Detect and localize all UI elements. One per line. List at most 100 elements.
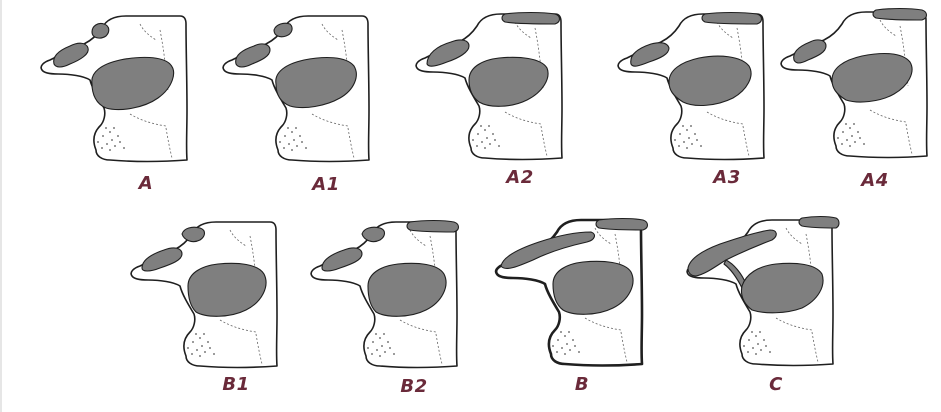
stipple-dot [192, 341, 194, 343]
stipple-dot [757, 343, 759, 345]
stipple-dot [288, 143, 290, 145]
middle-facet [182, 227, 205, 241]
stipple-dot [842, 131, 844, 133]
stipple-dot [393, 353, 395, 355]
stipple-dot [283, 147, 285, 149]
bone-drawing-b [496, 219, 647, 366]
stipple-dot [387, 341, 389, 343]
stipple-dot [379, 355, 381, 357]
stipple-dot [853, 123, 855, 125]
stipple-dot [552, 345, 554, 347]
stipple-dot [371, 353, 373, 355]
stipple-dot [381, 345, 383, 347]
stipple-dot [106, 143, 108, 145]
stipple-dot [284, 135, 286, 137]
stipple-dot [296, 145, 298, 147]
stipple-dot [755, 335, 757, 337]
stipple-dot [367, 347, 369, 349]
stipple-dot [561, 347, 563, 349]
stipple-dot [696, 139, 698, 141]
stipple-dot [679, 133, 681, 135]
stipple-dot [109, 131, 111, 133]
stipple-dot [759, 331, 761, 333]
top-facet [407, 221, 459, 233]
panel-label-a4: A4 [861, 172, 888, 190]
stipple-dot [97, 141, 99, 143]
stipple-dot [279, 141, 281, 143]
stipple-dot [560, 331, 562, 333]
stipple-dot [379, 337, 381, 339]
stipple-dot [201, 345, 203, 347]
stipple-dot [383, 333, 385, 335]
stipple-dot [291, 149, 293, 151]
stipple-dot [195, 333, 197, 335]
bone-drawing-c [687, 217, 839, 366]
stipple-dot [301, 141, 303, 143]
stipple-dot [199, 337, 201, 339]
panel-label-a3: A3 [713, 169, 740, 187]
stipple-dot [481, 141, 483, 143]
stipple-dot [841, 143, 843, 145]
stipple-dot [747, 351, 749, 353]
stipple-dot [476, 145, 478, 147]
stipple-dot [674, 139, 676, 141]
stipple-dot [372, 341, 374, 343]
stipple-dot [484, 147, 486, 149]
stipple-dot [578, 351, 580, 353]
stipple-dot [564, 353, 566, 355]
panel-label-b1: B1 [222, 376, 249, 394]
stipple-dot [305, 147, 307, 149]
stipple-dot [295, 127, 297, 129]
stipple-dot [765, 345, 767, 347]
stipple-dot [686, 129, 688, 131]
stipple-dot [199, 355, 201, 357]
stipple-dot [492, 133, 494, 135]
stipple-dot [568, 331, 570, 333]
stipple-dot [678, 145, 680, 147]
stipple-dot [472, 139, 474, 141]
stipple-dot [375, 333, 377, 335]
stipple-dot [489, 143, 491, 145]
stipple-dot [187, 347, 189, 349]
stipple-dot [203, 333, 205, 335]
stipple-dot [743, 345, 745, 347]
stipple-dot [755, 353, 757, 355]
stipple-dot [111, 139, 113, 141]
bone-drawing-b1 [131, 222, 277, 368]
stipple-dot [557, 339, 559, 341]
stipple-dot [854, 141, 856, 143]
stipple-dot [109, 149, 111, 151]
bone-drawing-a3 [618, 13, 764, 160]
stipple-dot [683, 141, 685, 143]
stipple-dot [114, 145, 116, 147]
stipple-dot [389, 347, 391, 349]
bone-drawing-a2 [416, 13, 562, 160]
stipple-dot [488, 125, 490, 127]
stipple-dot [846, 139, 848, 141]
stipple-dot [769, 351, 771, 353]
stipple-dot [688, 137, 690, 139]
stipple-dot [117, 135, 119, 137]
stipple-dot [849, 127, 851, 129]
middle-facet [92, 23, 109, 38]
stipple-dot [837, 137, 839, 139]
stipple-dot [376, 349, 378, 351]
panel-label-b: B [575, 376, 589, 394]
stipple-dot [204, 351, 206, 353]
stipple-dot [123, 147, 125, 149]
stipple-dot [748, 339, 750, 341]
stipple-dot [564, 335, 566, 337]
stipple-dot [498, 145, 500, 147]
stipple-dot [763, 339, 765, 341]
bone-drawing-a4 [781, 9, 927, 158]
stipple-dot [213, 353, 215, 355]
stipple-dot [196, 349, 198, 351]
stipple-dot [851, 135, 853, 137]
stipple-dot [477, 133, 479, 135]
top-facet [502, 13, 560, 25]
stipple-dot [751, 331, 753, 333]
stipple-dot [863, 143, 865, 145]
stipple-dot [700, 145, 702, 147]
panel-label-b2: B2 [400, 378, 427, 396]
